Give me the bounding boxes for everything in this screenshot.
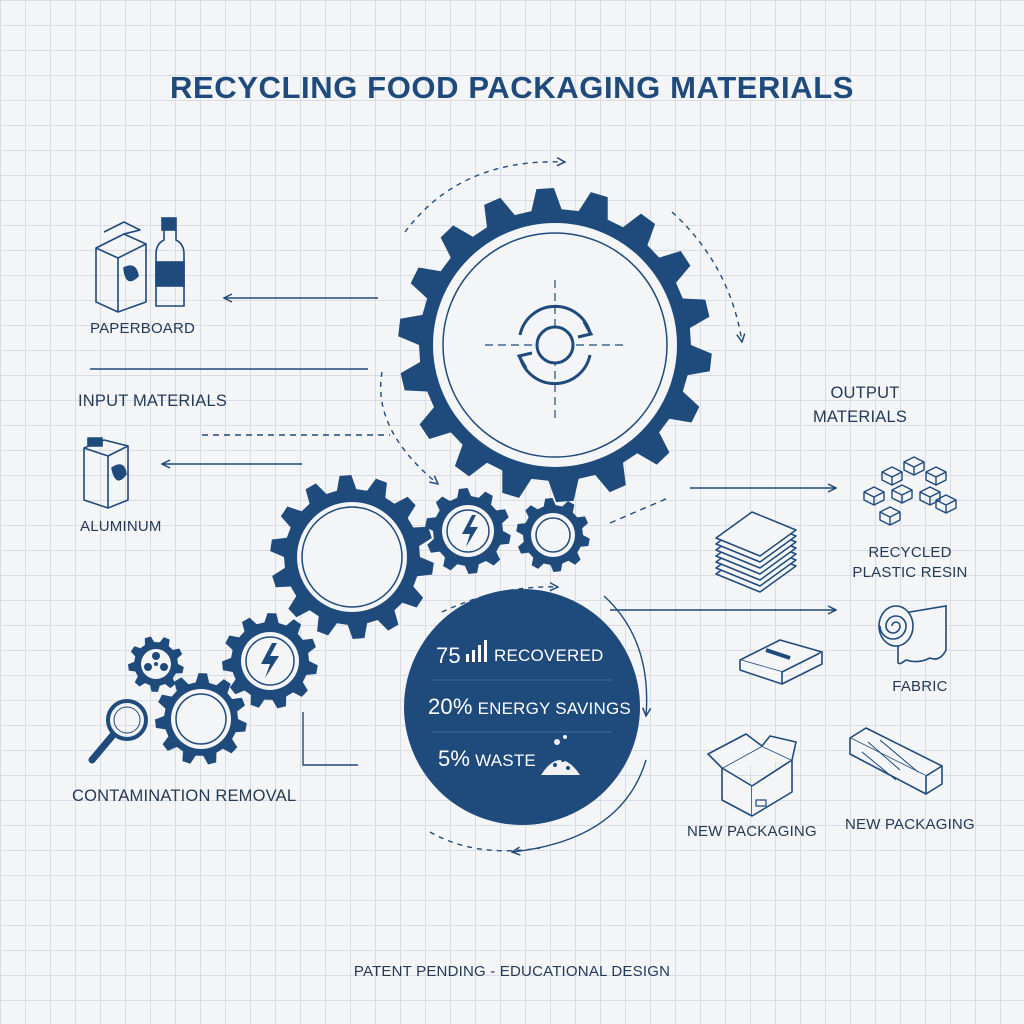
recycle-arrows-icon — [516, 304, 594, 386]
lightning-icon — [261, 643, 279, 678]
label-output-line2: MATERIALS — [812, 408, 908, 426]
paper-stack-icon — [715, 511, 797, 593]
label-new-packaging-wrapped: NEW PACKAGING — [845, 816, 975, 833]
label-fabric: FABRIC — [892, 678, 948, 695]
stat-recovered-label: RECOVERED — [494, 646, 604, 665]
stat-waste: 5% WASTE — [438, 746, 536, 771]
stats-arc-right — [603, 595, 647, 716]
stat-recovered-value: 75 — [436, 643, 461, 668]
cardboard-box-icon — [707, 733, 797, 817]
bottle-icon — [155, 217, 185, 307]
label-contamination-removal: CONTAMINATION REMOVAL — [72, 787, 297, 805]
dashed-output-line — [609, 497, 669, 524]
metal-bar-icon — [739, 639, 823, 685]
label-input-materials: INPUT MATERIALS — [78, 392, 228, 410]
lightning-icon — [462, 515, 478, 547]
bar-chart-icon — [466, 640, 487, 662]
label-new-packaging-box: NEW PACKAGING — [687, 823, 817, 840]
aluminum-can-icon — [83, 437, 129, 509]
carton-icon — [95, 221, 147, 313]
gear-ring-lower — [155, 673, 247, 765]
magnifier-icon — [88, 699, 148, 764]
waste-pile-icon — [541, 735, 580, 775]
wrapped-package-icon — [849, 727, 943, 795]
main-gear-interior — [429, 219, 681, 471]
label-output-line1: OUTPUT — [830, 384, 900, 402]
small-gear-right — [516, 498, 590, 572]
middle-gear — [270, 475, 434, 639]
resin-pellets-icon — [863, 456, 957, 526]
stat-energy: 20% ENERGY SAVINGS — [428, 694, 631, 719]
stats-disc — [404, 589, 640, 825]
label-aluminum: ALUMINUM — [80, 518, 162, 535]
left-cycle-arrow — [380, 371, 438, 484]
page-title: RECYCLING FOOD PACKAGING MATERIALS — [169, 70, 855, 105]
top-cycle-arrow-1 — [404, 162, 565, 233]
footer-note: PATENT PENDING - EDUCATIONAL DESIGN — [353, 963, 671, 980]
contamination-line — [302, 712, 358, 766]
label-recycled-line1: RECYCLED — [868, 544, 952, 561]
label-recycled-line2: PLASTIC RESIN — [852, 564, 968, 581]
stats-arc-bottom-end — [512, 759, 647, 852]
top-cycle-arrow-2 — [671, 211, 742, 342]
label-paperboard: PAPERBOARD — [90, 320, 196, 337]
fabric-roll-icon — [878, 605, 947, 665]
stats-arc-bottom — [429, 831, 541, 852]
